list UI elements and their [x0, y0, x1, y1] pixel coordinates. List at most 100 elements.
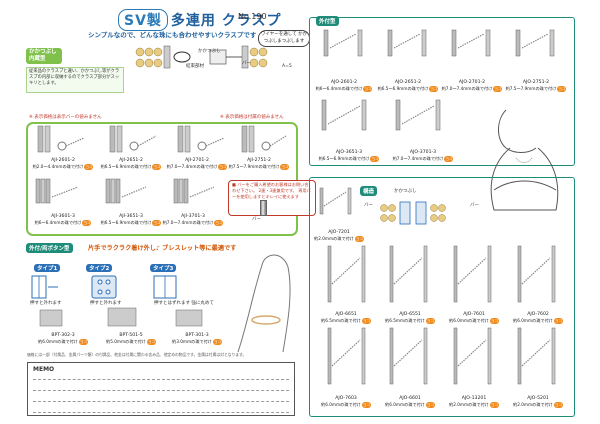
instruction-2: 押すと外れます: [90, 301, 122, 306]
memo-line: [33, 379, 289, 380]
wrist-art: [237, 254, 291, 353]
magnet-catch: 片手でラクラク着け外し♪ ブレスレット等に最適です: [88, 245, 237, 252]
right-bottom-row2: [318, 326, 570, 390]
speech-bubble: ワイヤーを通して かかつぶしまつぶします: [258, 30, 310, 47]
instruction-3: 押すとはずれます 強に丸めて: [154, 301, 214, 306]
bar-sample: [260, 200, 267, 216]
kashime-label: かかつぶし: [394, 189, 417, 194]
multi-clasp-6: [389, 327, 428, 385]
right-bottom-row2-art: [327, 327, 556, 385]
multi-clasp-7: [453, 327, 492, 385]
multi-clasp-1: [327, 245, 366, 303]
right-top-row2: [312, 98, 462, 148]
side-mark: A=5: [282, 64, 292, 69]
outer-clasp-2: [387, 29, 427, 57]
type2-diagram: [91, 275, 117, 299]
type2-label: タイプ2: [86, 264, 113, 272]
multi-clasp-3: [453, 245, 492, 303]
clasp-art-2: [109, 125, 157, 153]
bar-shape: [163, 45, 171, 69]
kashimedama-label: かかつぶし: [198, 49, 221, 54]
section-kashime-title: かかつぶし 内蔵型: [26, 48, 62, 64]
right-top-title: 外付型: [316, 16, 339, 26]
structure-art: [380, 201, 446, 225]
type3-diagram: [153, 275, 177, 299]
multi-clasp-5: [327, 327, 366, 385]
footnote: 価格には一部（付属品、金属パーツ類）の付属品、他金は付属に関わる含み品、他定めの…: [27, 352, 247, 357]
kashime-row2: [28, 177, 228, 209]
clasp-ring: [173, 51, 191, 63]
magnet-products: [39, 307, 203, 327]
bead-row-top: [135, 47, 163, 57]
outer-clasp-4: [515, 29, 555, 57]
outer-clasp-1: [323, 29, 363, 57]
warning-box: ■ バーをご購入希望のお客様はお問い合わせ下さい。 2連・3連兼用です。 専用バ…: [228, 180, 316, 216]
outer-clasp-5: [321, 99, 367, 131]
bar-right-label: バー: [242, 61, 251, 66]
right-top-frame: [309, 17, 575, 166]
right-top-row1: [312, 26, 570, 96]
page-number: No.190: [238, 12, 267, 21]
woman-art: [490, 109, 559, 211]
clasp-label: 結束部材: [186, 64, 204, 69]
memo-line: [33, 390, 289, 391]
structure-diagram: 構造 かかつぶし バー バー: [360, 186, 480, 226]
magnet-area: タイプ1 タイプ2 タイプ3: [26, 258, 226, 348]
clasp-art-5: [35, 178, 79, 204]
woman-illustration: [476, 100, 572, 222]
single-clasp: [314, 182, 358, 240]
type1-diagram: [31, 275, 58, 299]
memo-box: MEMO: [27, 362, 295, 416]
right-bottom-row1-art: [327, 245, 556, 303]
type3-label: タイプ3: [150, 264, 177, 272]
clasp-art-6: [105, 178, 147, 204]
instruction-1: 押すと外れます: [30, 301, 62, 306]
right-top-row1-art: [323, 29, 555, 57]
section-kashime-intro: 従来品のクラスプと違い、かかつぶし等がクラスプの内部に収納するのでクラスプ部分が…: [26, 67, 124, 93]
multi-clasp-8: [517, 327, 556, 385]
page-title: SV製多連用 クラスプ: [118, 9, 282, 31]
multi-clasp-2: [389, 245, 428, 303]
magnet-art: [31, 275, 203, 327]
memo-label: MEMO: [33, 366, 55, 373]
kashime-row1: [28, 124, 292, 174]
structure-label: 構造: [360, 186, 378, 196]
bar-caption: バー: [252, 217, 261, 222]
kashime-row2-art: [35, 178, 215, 204]
clasp-art-7: [173, 178, 215, 204]
clasp-diagram-svg: [135, 45, 268, 69]
bead-row-bottom: [135, 58, 163, 68]
wrist-illustration: [228, 252, 298, 353]
top-diagram: [130, 42, 290, 72]
note-left: ※ 表示価格は表示バーの値みません: [29, 115, 102, 120]
outer-clasp-3: [451, 29, 491, 57]
memo-line: [33, 412, 289, 413]
clasp-art-3: [177, 125, 225, 153]
single-clasp-art: [319, 187, 352, 215]
right-bottom-row1: [318, 244, 570, 310]
